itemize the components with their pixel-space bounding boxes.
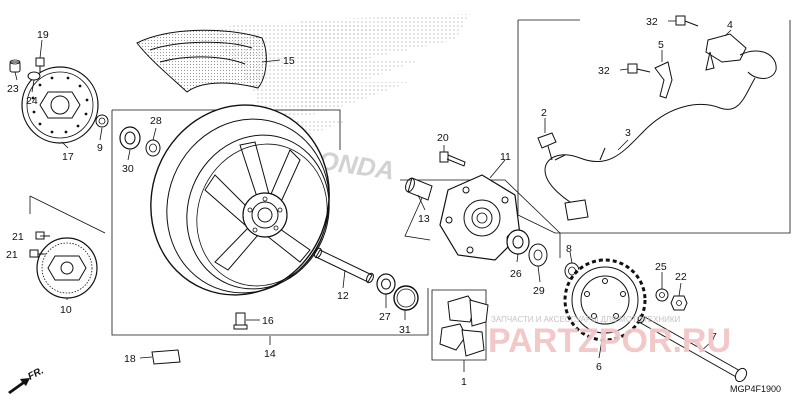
diagram-code: MGP4F1900	[730, 384, 781, 394]
leader-lines	[14, 20, 732, 372]
disc-nut[interactable]	[9, 59, 21, 73]
callout-10: 10	[60, 304, 72, 316]
callout-17: 17	[62, 151, 74, 163]
dust-seal-left[interactable]	[145, 139, 161, 157]
rear-wheel[interactable]	[122, 78, 357, 322]
front-direction-label: FR.	[26, 365, 45, 382]
driven-sprocket[interactable]	[563, 258, 647, 342]
sensor-bolt-lower[interactable]	[627, 63, 651, 74]
callout-22: 22	[675, 271, 687, 283]
callout-31: 31	[399, 324, 411, 336]
callout-19: 19	[37, 29, 49, 41]
sprocket-nut[interactable]	[670, 295, 688, 311]
callout-14: 14	[264, 348, 276, 360]
abs-sensor-harness[interactable]	[544, 77, 756, 221]
callout-7: 7	[711, 331, 717, 343]
callout-23: 23	[7, 83, 19, 95]
callout-16: 16	[262, 315, 274, 327]
callout-21-upper: 21	[12, 231, 24, 243]
callout-21-lower: 21	[6, 249, 18, 261]
callout-1: 1	[461, 376, 467, 388]
side-collar[interactable]	[95, 114, 109, 128]
callout-32-upper: 32	[646, 16, 658, 28]
callout-8: 8	[566, 243, 572, 255]
harness-clamp[interactable]	[537, 132, 557, 161]
front-direction-arrow: FR.	[8, 365, 46, 394]
callout-13: 13	[418, 213, 430, 225]
callout-32-lower: 32	[598, 65, 610, 77]
wheel-damper-rubbers[interactable]	[439, 295, 489, 357]
callout-4: 4	[727, 19, 733, 31]
sensor-bracket[interactable]	[654, 61, 673, 99]
callout-2: 2	[541, 107, 547, 119]
callout-27: 27	[379, 311, 391, 323]
disc-washer[interactable]	[27, 71, 41, 81]
wheel-spokes	[204, 141, 311, 271]
callout-20: 20	[437, 132, 449, 144]
callout-30: 30	[122, 163, 134, 175]
callout-24: 24	[26, 95, 38, 107]
site-logo-text: PARTZPOR.RU	[488, 322, 731, 360]
callout-12: 12	[337, 290, 349, 302]
pulser-ring[interactable]	[36, 237, 98, 299]
disc-bolt[interactable]	[35, 57, 45, 72]
brake-disc[interactable]	[21, 66, 99, 144]
flange-dust-seal[interactable]	[528, 243, 548, 267]
callout-9: 9	[97, 142, 103, 154]
flange-bearing[interactable]	[506, 229, 530, 255]
callout-5: 5	[658, 39, 664, 51]
sprocket-washer[interactable]	[655, 288, 669, 302]
rear-wheel-speed-sensor[interactable]	[705, 33, 777, 79]
callout-18: 18	[124, 353, 136, 365]
rear-tyre[interactable]	[136, 29, 267, 93]
o-ring[interactable]	[393, 285, 419, 311]
site-caption: ЗАПЧАСТИ И АКСЕССУАРЫ ДЛЯ МОТОТЕХНИКИ	[491, 315, 681, 324]
site-watermark: ЗАПЧАСТИ И АКСЕССУАРЫ ДЛЯ МОТОТЕХНИКИ PA…	[488, 315, 731, 360]
callout-6: 6	[596, 361, 602, 373]
callout-3: 3	[625, 127, 631, 139]
wheel-bearing-left[interactable]	[119, 126, 141, 150]
callout-25: 25	[655, 261, 667, 273]
callout-labels: 19 23 24 17 9 30 28 15 21 21 10 16 18 14…	[6, 16, 733, 388]
callout-28: 28	[150, 115, 162, 127]
tyre-valve[interactable]	[233, 312, 248, 330]
callout-26: 26	[510, 268, 522, 280]
callout-11: 11	[500, 151, 511, 163]
pulser-bolt-upper[interactable]	[35, 231, 50, 240]
flange-collar[interactable]	[404, 177, 433, 201]
hub-flange-bolt[interactable]	[439, 151, 466, 167]
balance-weight[interactable]	[151, 349, 181, 365]
sensor-bolt-upper[interactable]	[675, 15, 699, 27]
rear-axle[interactable]	[636, 314, 748, 384]
callout-29: 29	[533, 285, 545, 297]
assembly-outlines	[29, 19, 791, 361]
axle-distance-collar[interactable]	[313, 247, 375, 284]
wheel-bearing-right[interactable]	[376, 273, 396, 295]
callout-15: 15	[283, 55, 295, 67]
